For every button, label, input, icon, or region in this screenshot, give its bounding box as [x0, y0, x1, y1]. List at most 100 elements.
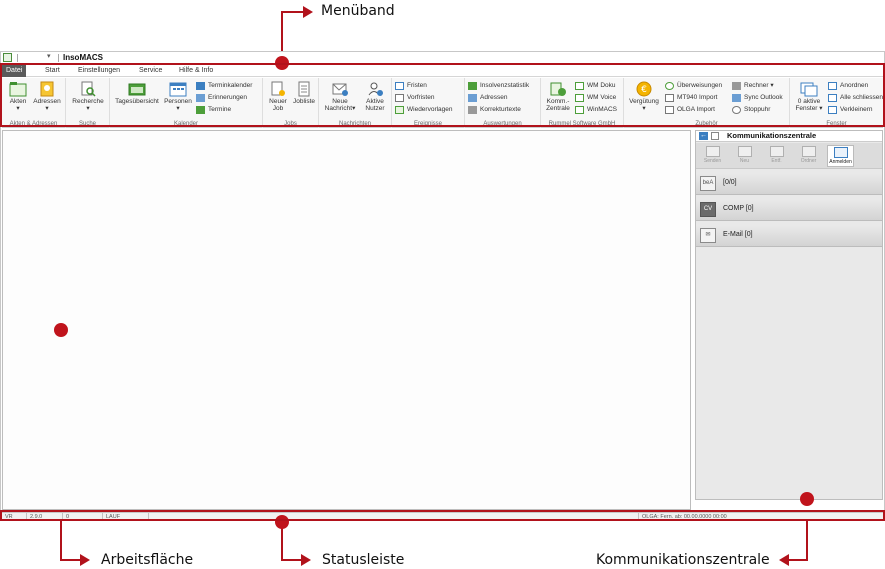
tab-hilfe-info[interactable]: Hilfe & Info: [179, 67, 214, 74]
neue-nachricht-label-1: Neue: [332, 98, 348, 105]
ordner-button[interactable]: Ordner: [795, 145, 822, 167]
communication-center-icon: [550, 82, 566, 96]
kommunikationszentrale-pointer-line: [806, 499, 808, 561]
aktive-fenster-label-1: 0 aktive: [797, 98, 821, 105]
anmelden-button[interactable]: Anmelden: [827, 145, 854, 167]
fristen-button[interactable]: Fristen: [395, 81, 427, 91]
mt940-import-label: MT940 Import: [677, 94, 718, 101]
search-document-icon: [81, 81, 96, 97]
status-cell: 2.9.0: [27, 513, 63, 521]
group-label: Akten & Adressen: [9, 121, 58, 127]
insolvenzstatistik-button[interactable]: Insolvenzstatistik: [468, 81, 529, 91]
status-right: OLGA: Fern. ab: 00.00.0000 00:00: [638, 513, 883, 521]
job-list-icon: [298, 81, 310, 97]
akten-button[interactable]: Akten▾: [6, 81, 30, 112]
ribbon-tabs: Datei Start Einstellungen Service Hilfe …: [2, 65, 883, 77]
group-kalender: Tagesübersicht Personen▾ Terminkalender …: [110, 78, 263, 128]
bea-icon: beA: [700, 176, 716, 191]
statusleiste-highlight: [0, 510, 885, 521]
envelope-icon: ✉: [700, 228, 716, 243]
personen-button[interactable]: Personen▾: [162, 81, 194, 112]
wm-doku-icon: [575, 82, 584, 90]
wiedervorlagen-button[interactable]: Wiedervorlagen: [395, 105, 453, 115]
group-auswertungen: Insolvenzstatistik Adressen Korrekturtex…: [465, 78, 541, 128]
aktive-nutzer-label-1: Aktive: [366, 98, 384, 105]
akten-label: Akten: [9, 98, 27, 105]
entfernen-button[interactable]: Entf.: [763, 145, 790, 167]
olga-import-button[interactable]: OLGA Import: [665, 105, 715, 115]
winmacs-button[interactable]: WinMACS: [575, 105, 617, 115]
verkleinern-button[interactable]: Verkleinern: [828, 105, 873, 115]
alle-schliessen-button[interactable]: Alle schliessen: [828, 93, 883, 103]
group-suche: Recherche▾ Suche: [66, 78, 110, 128]
ueberweisungen-button[interactable]: Überweisungen: [665, 81, 722, 91]
tab-service[interactable]: Service: [139, 67, 163, 74]
termine-button[interactable]: Termine: [196, 105, 231, 115]
group-zubehoer: € Vergütung▾ Überweisungen MT940 Import …: [624, 78, 790, 128]
work-area[interactable]: [2, 130, 691, 510]
address-report-icon: [468, 94, 477, 102]
svg-text:€: €: [641, 85, 647, 95]
senden-button[interactable]: Senden: [699, 145, 726, 167]
status-cell: LAUF: [103, 513, 149, 521]
adressen-button[interactable]: Adressen▾: [31, 81, 63, 112]
komm-zentrale-button[interactable]: Komm.-Zentrale: [543, 81, 573, 112]
verkleinern-label: Verkleinern: [840, 106, 873, 113]
day-overview-icon: [128, 83, 146, 96]
tab-datei[interactable]: Datei: [2, 65, 27, 77]
mt940-import-button[interactable]: MT940 Import: [665, 93, 717, 103]
back-arrow-icon[interactable]: ←: [699, 132, 708, 140]
sync-outlook-button[interactable]: Sync Outlook: [732, 93, 783, 103]
komm-zentrale-label-2: Zentrale: [546, 105, 570, 112]
wm-doku-button[interactable]: WM Doku: [575, 81, 616, 91]
tagesuebersicht-button[interactable]: Tagesübersicht: [112, 81, 162, 105]
erinnerungen-button[interactable]: Erinnerungen: [196, 93, 247, 103]
aktive-nutzer-label-2: Nutzer: [365, 105, 385, 112]
jobliste-button[interactable]: Jobliste: [291, 81, 317, 105]
pin-icon[interactable]: [711, 132, 719, 140]
panel-header: ← Kommunikationszentrale: [696, 131, 882, 142]
kz-row-comp[interactable]: CV COMP [0]: [696, 199, 882, 221]
app-icon[interactable]: [3, 53, 12, 62]
recherche-button[interactable]: Recherche▾: [69, 81, 107, 112]
kz-row-label: COMP [0]: [723, 205, 754, 212]
statistics-icon: [468, 82, 477, 90]
verguetung-label: Vergütung: [629, 98, 659, 105]
menuband-highlight: [0, 63, 885, 127]
separator: [17, 54, 18, 62]
statusleiste-arrow: [301, 554, 311, 566]
neu-button[interactable]: Neu: [731, 145, 758, 167]
terminkalender-button[interactable]: Terminkalender: [196, 81, 252, 91]
adressen-auswertung-button[interactable]: Adressen: [468, 93, 507, 103]
window-title: InsoMACS: [63, 53, 103, 62]
rechner-button[interactable]: Rechner ▾: [732, 81, 774, 91]
quick-access-dropdown-icon[interactable]: ▾: [47, 53, 51, 60]
komm-zentrale-label-1: Komm.-: [546, 98, 570, 105]
tab-einstellungen[interactable]: Einstellungen: [78, 67, 121, 74]
kz-row-bea[interactable]: beA [0/0]: [696, 173, 882, 195]
verguetung-button[interactable]: € Vergütung▾: [626, 81, 662, 112]
anordnen-button[interactable]: Anordnen: [828, 81, 868, 91]
senden-label: Senden: [703, 158, 722, 164]
tab-start[interactable]: Start: [45, 67, 60, 74]
korrekturtexte-button[interactable]: Korrekturtexte: [468, 105, 521, 115]
new-message-icon: [332, 83, 348, 96]
vorfristen-button[interactable]: Vorfristen: [395, 93, 434, 103]
euro-coin-icon: €: [636, 81, 652, 97]
group-label: Nachrichten: [338, 121, 371, 127]
wm-voice-button[interactable]: WM Voice: [575, 93, 616, 103]
active-users-icon: [368, 82, 383, 96]
korrekturtexte-label: Korrekturtexte: [480, 106, 521, 113]
calendar-icon: [196, 82, 205, 90]
kommunikationszentrale-panel: ← Kommunikationszentrale Senden Neu Entf…: [695, 130, 883, 500]
group-akten-adressen: Akten▾ Adressen▾ Akten & Adressen: [2, 78, 66, 128]
kz-row-email[interactable]: ✉ E-Mail [0]: [696, 225, 882, 247]
menuband-pointer-hline: [281, 11, 303, 13]
stoppuhr-button[interactable]: Stoppuhr: [732, 105, 770, 115]
